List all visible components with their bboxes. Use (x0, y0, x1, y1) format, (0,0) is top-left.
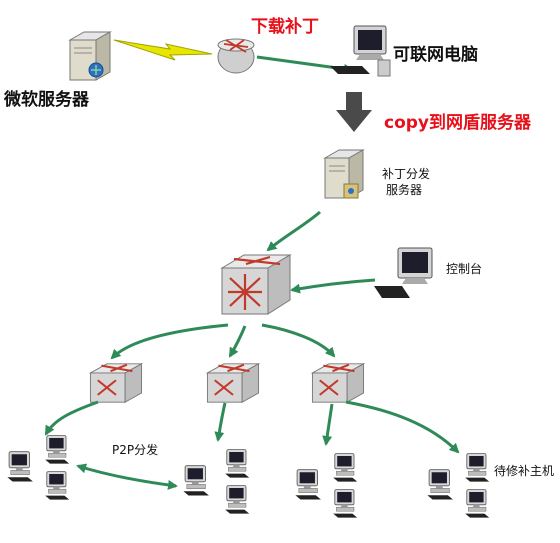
p2p-label: P2P分发 (112, 443, 159, 457)
copy-to-server-label: copy到网盾服务器 (384, 113, 532, 133)
ms-server-label: 微软服务器 (4, 90, 89, 110)
host-group (182, 449, 250, 514)
host-group (6, 435, 70, 501)
connection-bolt (113, 39, 213, 61)
download-patch-label: 下载补丁 (251, 17, 319, 37)
switch-icon (220, 254, 292, 315)
server-icon (323, 149, 365, 199)
switch-icon (206, 362, 260, 404)
computer-icon (374, 247, 433, 298)
internet-pc-label: 可联网电脑 (393, 45, 478, 65)
host-group (426, 453, 490, 518)
server-icon (68, 31, 112, 81)
switch-icon (89, 362, 143, 404)
router-icon (217, 38, 255, 74)
switch-icon (311, 362, 365, 404)
patch-server-label-line2: 服务器 (386, 183, 423, 197)
console-label: 控制台 (446, 262, 483, 276)
host-group (294, 453, 358, 518)
computer-icon (330, 25, 391, 77)
copy-arrow (336, 92, 372, 132)
patch-server-label-line1: 补丁分发 (382, 167, 431, 181)
target-hosts-label: 待修补主机 (494, 464, 555, 478)
